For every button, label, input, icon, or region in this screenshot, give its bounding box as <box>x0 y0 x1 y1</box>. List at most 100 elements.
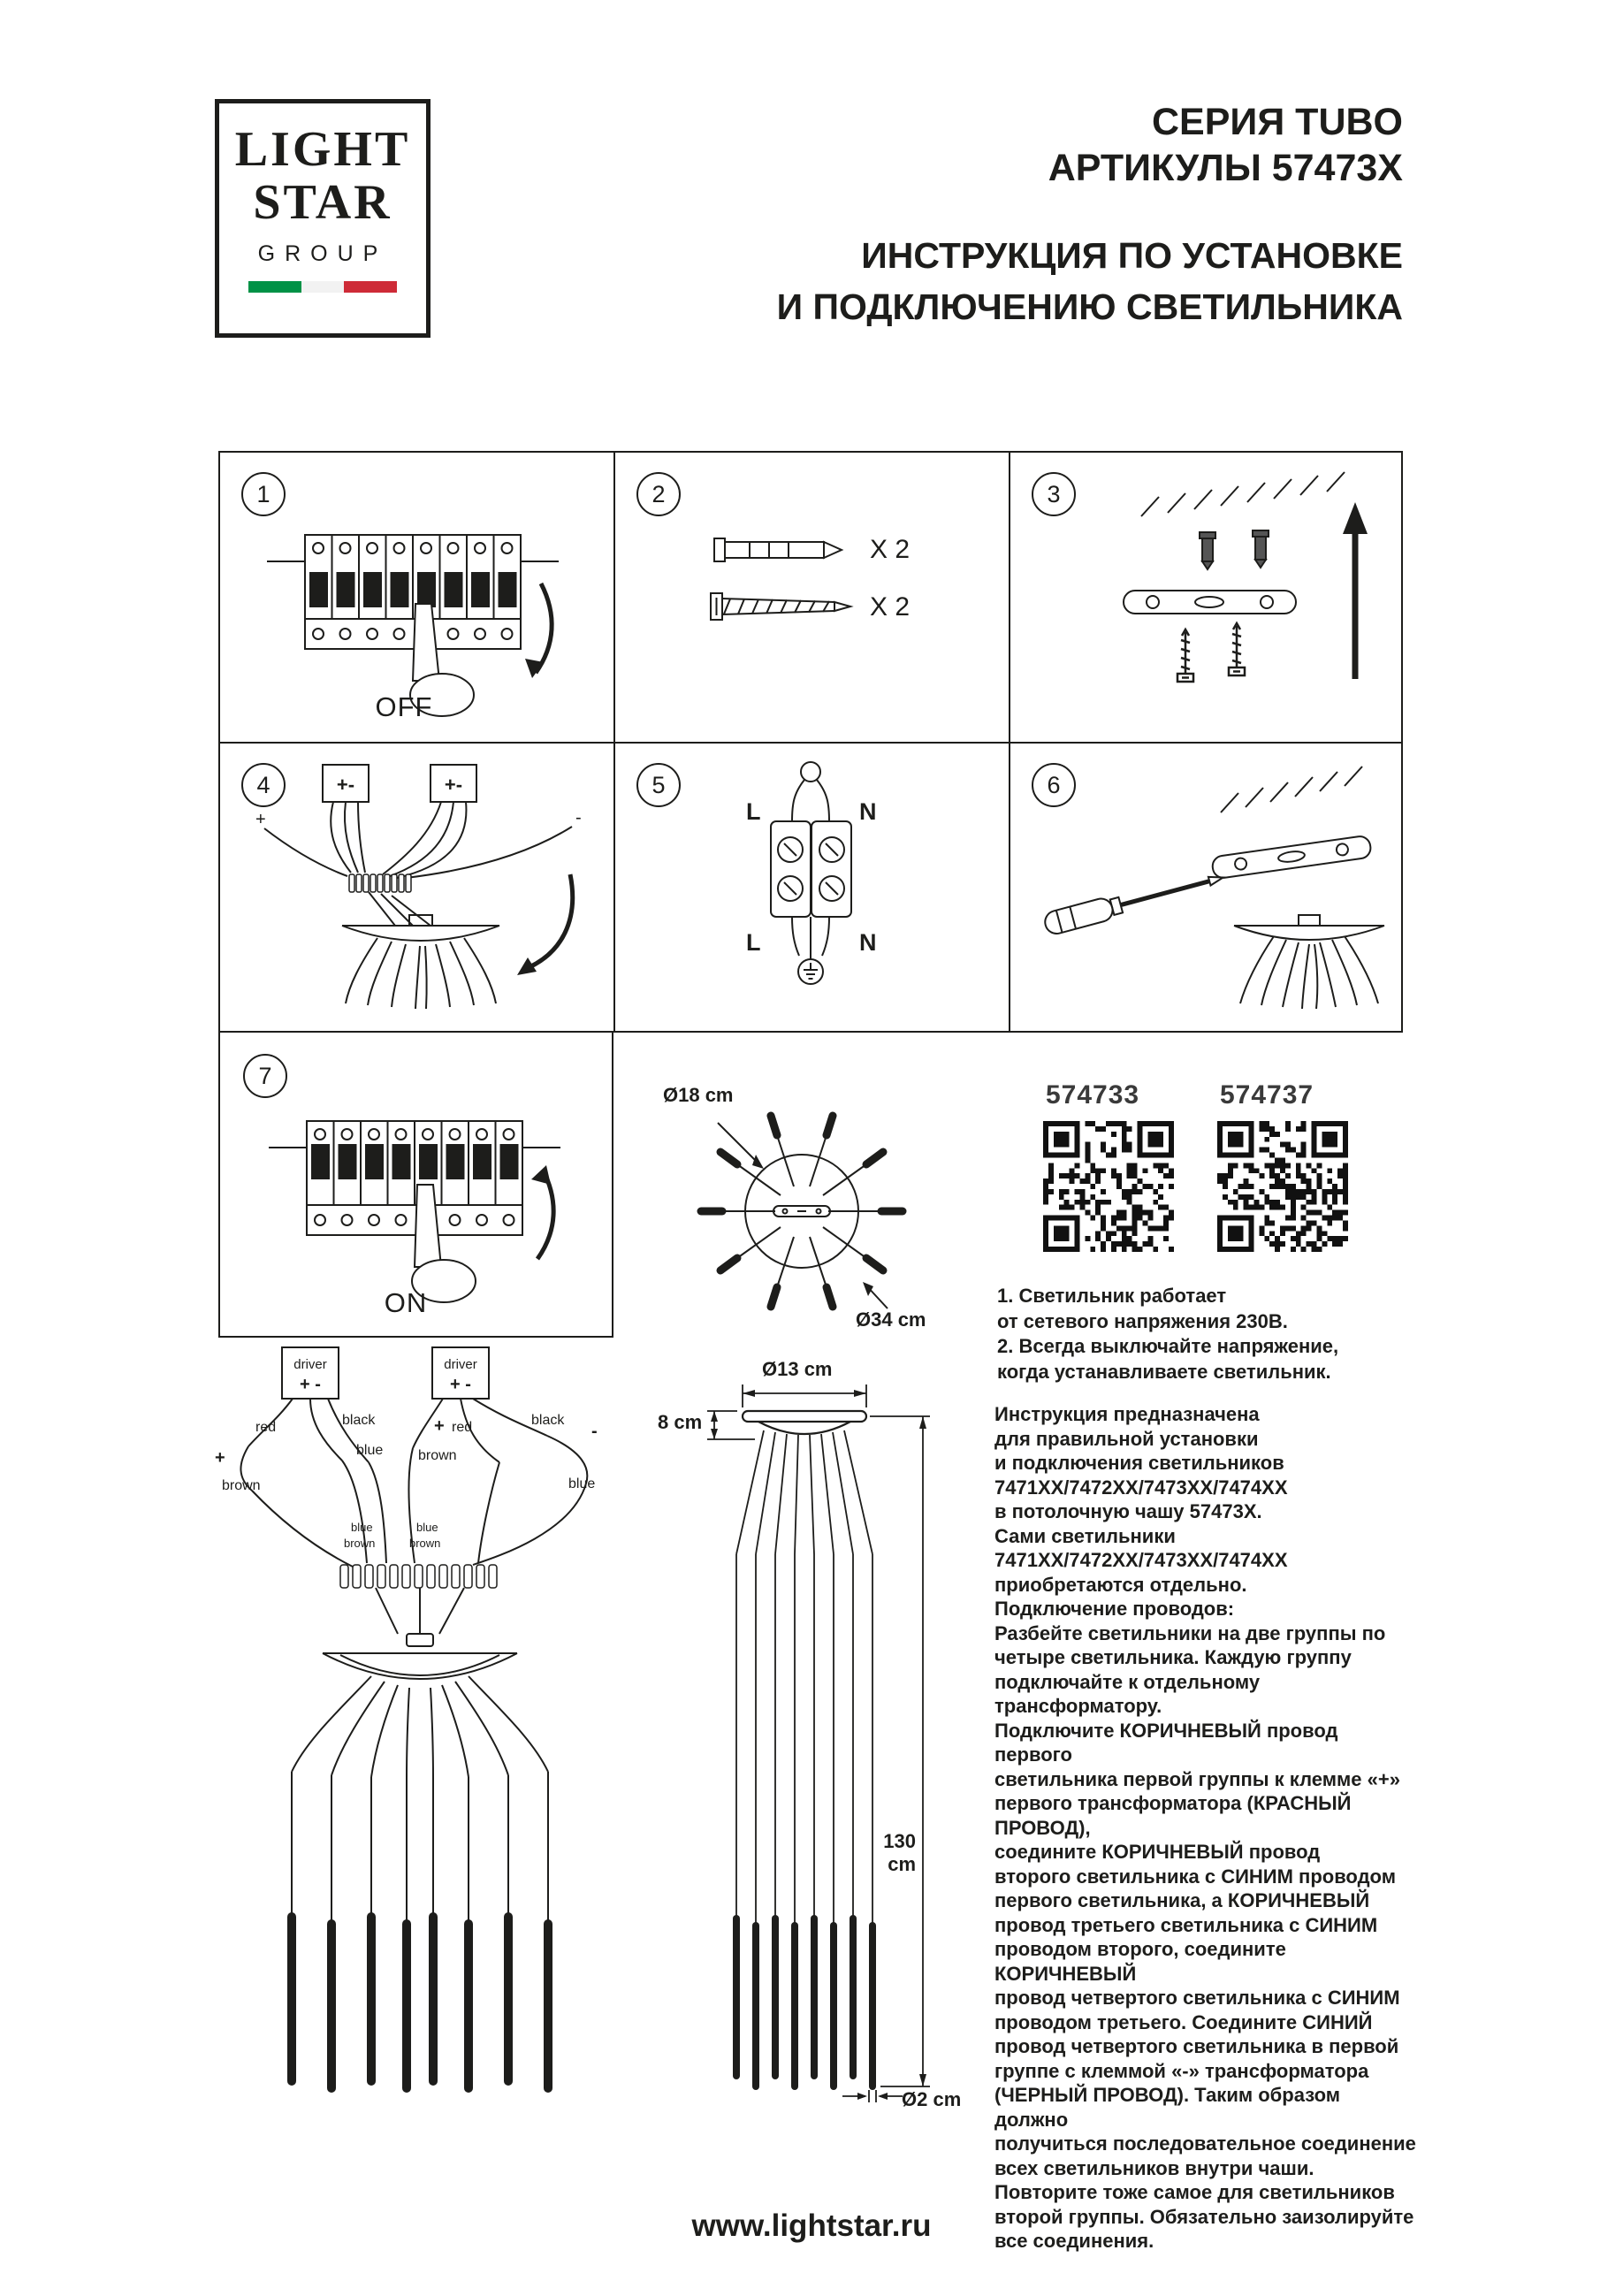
grid-hline <box>220 742 1401 744</box>
step-2-number: 2 <box>636 472 681 516</box>
ceiling-bracket-mounting-diagram <box>1123 471 1368 683</box>
minus-mark: - <box>575 808 582 828</box>
driver2-polarity-label: +- <box>445 774 462 796</box>
pendant-dimension-svg <box>707 1384 930 2102</box>
outer-diameter-label: Ø34 cm <box>856 1308 926 1331</box>
installation-instructions-text: Инструкция предназначена для правильной … <box>994 1403 1416 2252</box>
step-6-cell: 6 <box>1009 742 1404 1033</box>
step-7-number: 7 <box>243 1054 287 1098</box>
canopy-height-label: 8 cm <box>658 1411 703 1433</box>
suspension-wires <box>735 1430 873 1924</box>
pendant-tubes <box>733 1915 876 2090</box>
screw-qty-label: X 2 <box>870 592 911 622</box>
articles-title: АРТИКУЛЫ 57473X <box>1048 147 1403 189</box>
logo-star: STAR <box>253 175 392 230</box>
screwdriver-icon <box>1044 875 1226 935</box>
dimension-leaders <box>717 1122 888 1309</box>
tube-diameter-label: Ø2 cm <box>902 2088 962 2110</box>
mounting-bracket <box>1211 835 1372 879</box>
step-5-cell: 5 L N L <box>613 742 1009 1033</box>
wire-label-brown-mid-1: brown <box>344 1537 376 1550</box>
step-4-cell: 4 +- +- + - <box>218 742 613 1033</box>
plus-mark: + <box>255 810 266 829</box>
canopy-with-rods <box>1233 914 1385 1010</box>
dimension-lines <box>707 1384 930 2102</box>
breaker-panel-on-diagram <box>269 1120 560 1303</box>
lightstar-logo: LIGHT STAR GROUP <box>215 99 431 338</box>
wire-label-blue-1: blue <box>356 1443 384 1458</box>
step-6-number: 6 <box>1032 763 1076 807</box>
document-header: СЕРИЯ TUBO АРТИКУЛЫ 57473X ИНСТРУКЦИЯ ПО… <box>777 99 1403 332</box>
qr-code-574733 <box>1043 1121 1174 1252</box>
step-5-number: 5 <box>636 763 681 807</box>
main-title-line1: ИНСТРУКЦИЯ ПО УСТАНОВКЕ <box>861 235 1403 276</box>
logo-light: LIGHT <box>234 122 411 177</box>
wire-label-brown-1: brown <box>222 1478 261 1493</box>
wire-label-blue-mid-2: blue <box>416 1521 438 1534</box>
pendant-tubes <box>287 1912 552 2093</box>
wire-label-black-2: black <box>531 1413 565 1428</box>
step-2-cell: 2 X 2 X 2 <box>613 451 1009 742</box>
anchor-qty-label: X 2 <box>870 535 911 564</box>
driver2-terminals: + - <box>450 1375 471 1394</box>
wire-label-plus-2: + <box>434 1416 445 1436</box>
line-label-bottom: L <box>746 929 761 956</box>
flag-green <box>248 281 301 293</box>
main-title: ИНСТРУКЦИЯ ПО УСТАНОВКЕ И ПОДКЛЮЧЕНИЮ СВ… <box>777 230 1403 332</box>
fixture-top-view-diagram <box>697 1111 907 1311</box>
series-title: СЕРИЯ TUBO <box>1152 101 1403 143</box>
rotate-arrow-icon <box>517 873 575 975</box>
wire-label-brown-2: brown <box>418 1448 457 1463</box>
line-label-top: L <box>746 798 761 825</box>
terminal-block-diagram <box>770 761 852 985</box>
canopy <box>741 1409 868 1435</box>
italy-flag-icon <box>248 281 397 293</box>
steps-grid <box>218 451 1403 1033</box>
wiring-diagram: driver + - driver + - red + brown black … <box>208 1342 632 2102</box>
logo-group: GROUP <box>257 241 388 266</box>
wire-label-plus-1: + <box>215 1448 225 1468</box>
finger-press-icon <box>411 1184 476 1303</box>
wiring-diagram-drawing: driver + - driver + - <box>240 1346 589 2093</box>
step-4-number: 4 <box>241 763 286 807</box>
wire-label-black-1: black <box>342 1413 376 1428</box>
inner-diameter-label: Ø18 cm <box>663 1084 734 1106</box>
screw-icon <box>710 592 854 621</box>
step-1-number: 1 <box>241 472 286 516</box>
wire-label-blue-2: blue <box>568 1476 596 1491</box>
safety-notes: 1. Светильник работает от сетевого напря… <box>997 1285 1339 1383</box>
dimension-arrowheads <box>711 1390 926 2100</box>
tube-length-label: 130 cm <box>883 1830 916 1875</box>
step-1-cell: 1 <box>218 451 613 742</box>
wire-connectors <box>348 873 412 893</box>
anchors-in-ceiling <box>1199 530 1269 571</box>
wire-label-blue-mid-1: blue <box>351 1521 373 1534</box>
wire-label-brown-mid-2: brown <box>409 1537 441 1550</box>
website-url: www.lightstar.ru <box>691 2208 932 2243</box>
neutral-label-bottom: N <box>859 929 877 956</box>
qr-code-574737 <box>1217 1121 1348 1252</box>
breaker-panel-off-diagram <box>267 534 559 717</box>
driver1-label: driver <box>293 1357 327 1372</box>
pendant-dimension-drawing: Ø13 cm 8 cm 130 cm Ø2 cm <box>636 1342 972 2110</box>
step-7-cell: 7 <box>218 1033 613 1338</box>
screws-below <box>1176 621 1246 683</box>
on-label: ON <box>384 1287 428 1318</box>
flag-white <box>301 281 344 293</box>
up-arrow-icon <box>1343 502 1368 679</box>
article-number-574733: 574733 <box>1046 1080 1140 1110</box>
step-3-cell: 3 <box>1009 451 1404 742</box>
canopy-diameter-label: Ø13 cm <box>762 1358 833 1380</box>
mounting-bracket <box>1123 590 1297 614</box>
article-number-574737: 574737 <box>1220 1080 1314 1110</box>
flag-red <box>344 281 397 293</box>
driver1-polarity-label: +- <box>337 774 354 796</box>
canopy-with-rods <box>341 891 500 1010</box>
driver2-label: driver <box>444 1357 477 1372</box>
off-label: OFF <box>375 691 433 722</box>
neutral-label-top: N <box>859 798 877 825</box>
main-title-line2: И ПОДКЛЮЧЕНИЮ СВЕТИЛЬНИКА <box>776 286 1403 327</box>
step-3-number: 3 <box>1032 472 1076 516</box>
wire-label-red-1: red <box>255 1420 277 1435</box>
